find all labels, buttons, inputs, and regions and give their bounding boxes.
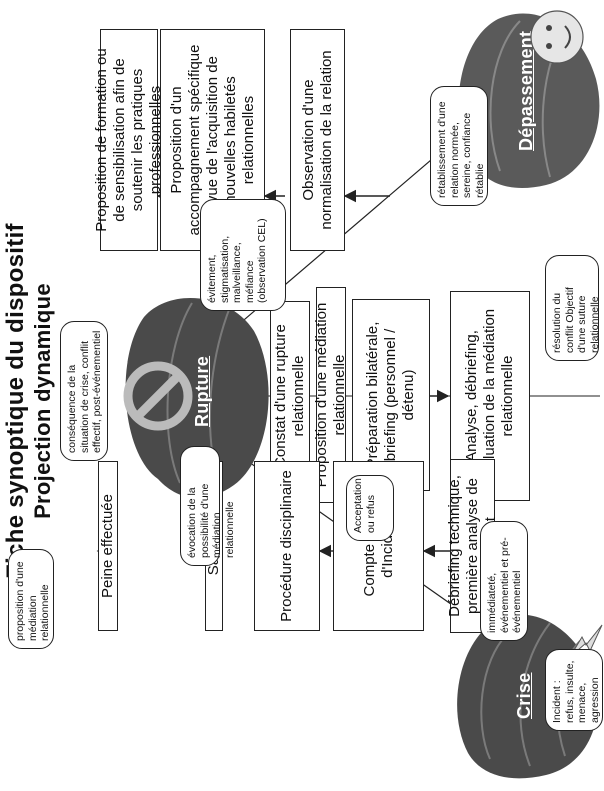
incident-bubble: Incident : refus, insulte, menace, agres… — [545, 649, 603, 731]
evocation-bubble: évocation de la possibilité d'une médiat… — [180, 446, 236, 566]
prohibition-icon — [118, 356, 203, 436]
retablissement-bubble: rétablissement d'une relation normée, se… — [430, 86, 488, 206]
title-line-1: Fiche synoptique du dispositif — [2, 223, 29, 579]
procedure-box: Procédure disciplinaire — [254, 461, 320, 631]
crise-label: Crise — [514, 672, 534, 719]
consequence-bubble: conséquence de la situation de crise, co… — [60, 321, 108, 461]
formation-box: Proposition de formation ou de sensibili… — [93, 29, 164, 251]
immediatete-bubble: immédiateté, événementiel et pré-événeme… — [480, 521, 528, 641]
proposition-peine-bubble: proposition d'une médiation relationnell… — [8, 549, 54, 649]
observation-box: Observation d'une normalisation de la re… — [290, 29, 345, 251]
peine-box: Peine effectuée — [98, 461, 118, 631]
evitement-bubble: évitement, stigmatisation, malveillance,… — [200, 199, 286, 311]
smiley-icon — [525, 8, 594, 66]
resolution-bubble: résolution du conflit Objectif d'une sut… — [545, 255, 601, 361]
acceptation-bubble: Acceptation ou refus — [346, 475, 394, 541]
